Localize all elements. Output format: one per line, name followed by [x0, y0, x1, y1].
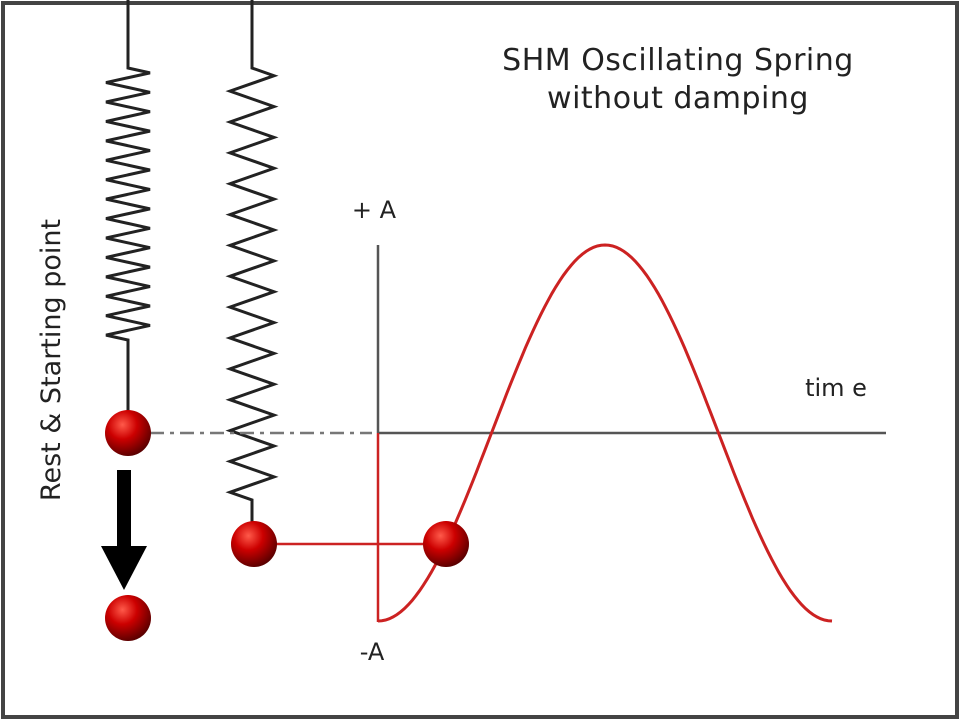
- down-arrow-icon: [101, 470, 147, 590]
- stretched-spring: [225, 0, 279, 522]
- rest-ball: [105, 410, 151, 456]
- minus-amplitude-label: -A: [360, 638, 385, 666]
- oscillating-ball: [231, 521, 277, 567]
- title-line-2: without damping: [547, 81, 809, 116]
- title-line-1: SHM Oscillating Spring: [502, 43, 854, 78]
- rest-starting-point-label: Rest & Starting point: [36, 219, 67, 501]
- released-ball: [105, 595, 151, 641]
- plus-amplitude-label: + A: [352, 196, 397, 224]
- rest-spring: [105, 0, 151, 412]
- curve-position-ball: [423, 521, 469, 567]
- time-label: tim e: [805, 374, 867, 402]
